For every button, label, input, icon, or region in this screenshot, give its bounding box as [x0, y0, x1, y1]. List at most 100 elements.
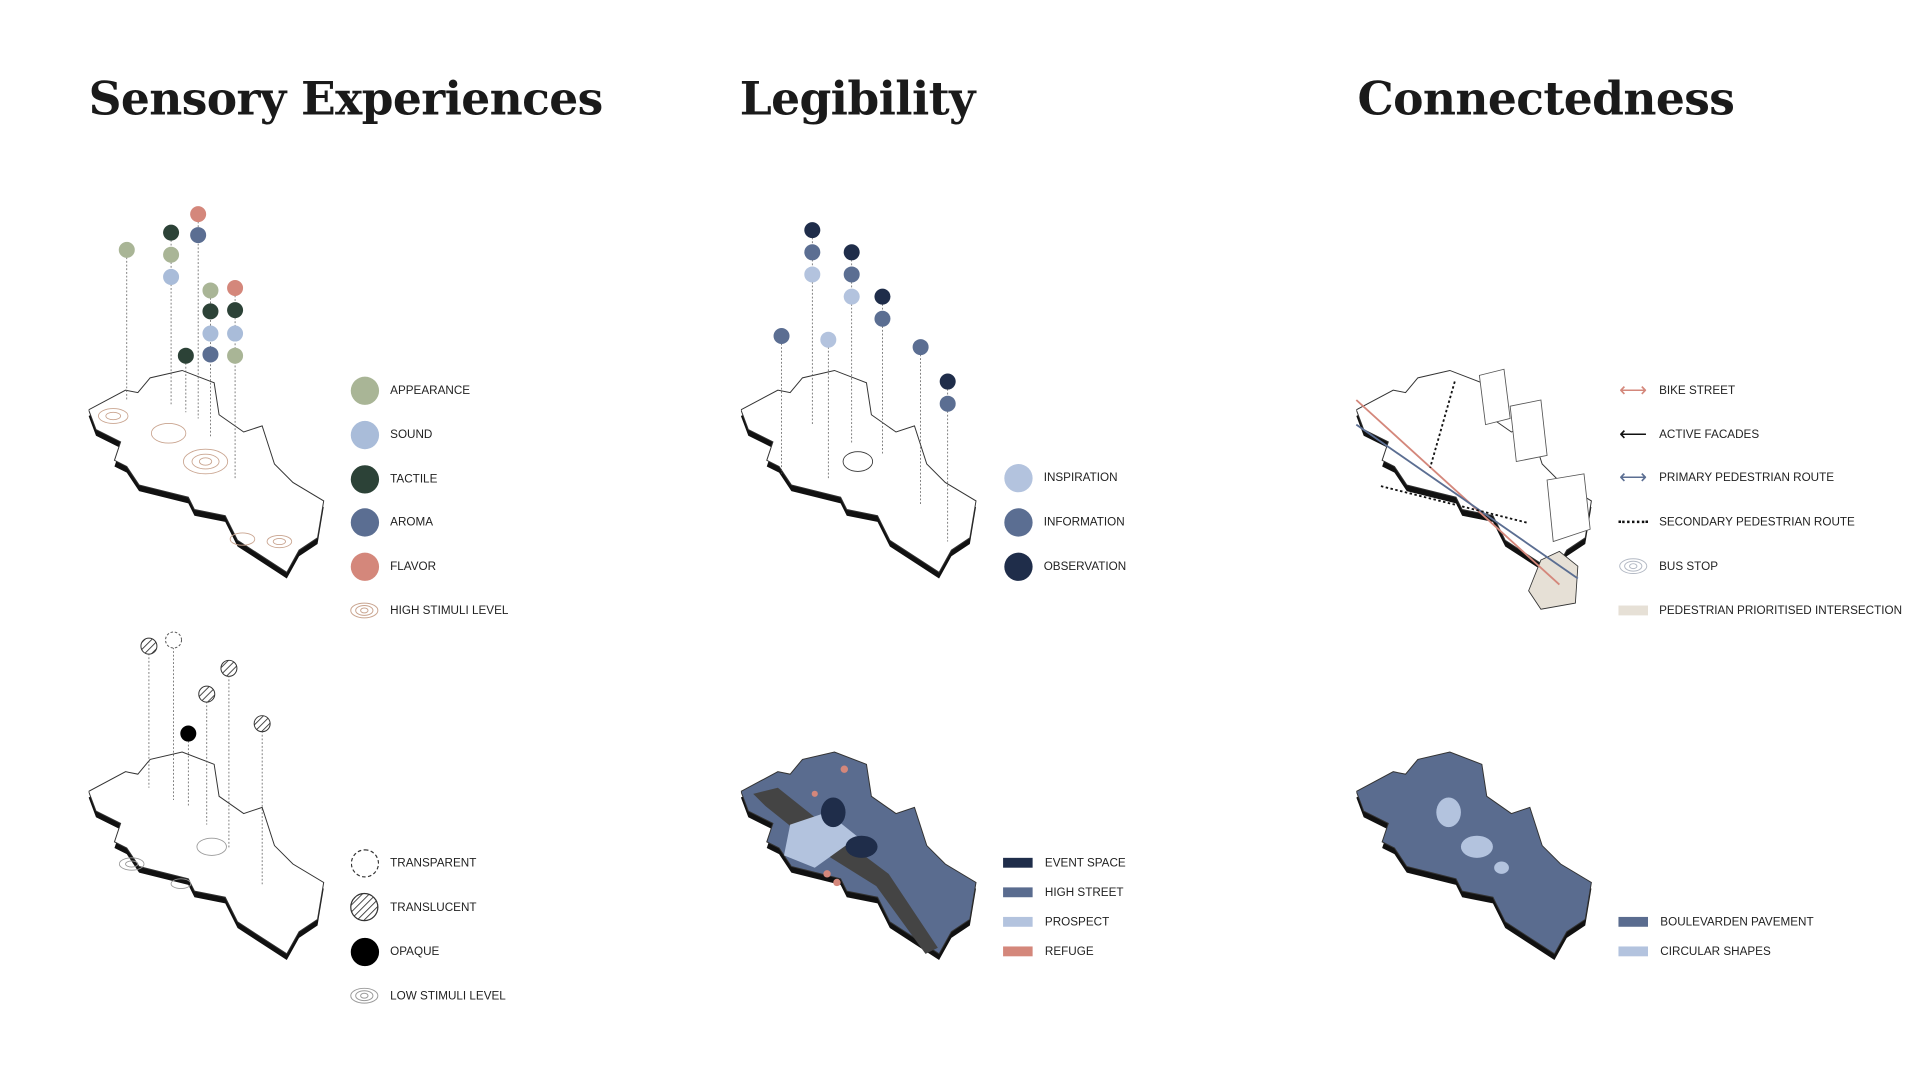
legend-prospect: PROSPECT [1003, 907, 1109, 937]
pin-marker [804, 244, 821, 261]
legend-label: INSPIRATION [1043, 470, 1118, 485]
space-map [741, 751, 987, 966]
pin-marker [227, 302, 244, 319]
pin-marker [843, 244, 860, 261]
legend-label: SECONDARY PEDESTRIAN ROUTE [1659, 515, 1855, 529]
pin-marker [202, 346, 219, 363]
pin-marker [874, 310, 891, 327]
legend-bike-street: ⟷ BIKE STREET [1618, 375, 1735, 405]
connectedness-map [1355, 368, 1592, 610]
legend-opaque: OPAQUE [350, 937, 440, 967]
legend-label: PRIMARY PEDESTRIAN ROUTE [1659, 470, 1835, 485]
lips-icon [350, 551, 380, 581]
legend-appearance: APPEARANCE [350, 375, 471, 405]
pin-marker [253, 715, 271, 733]
swatch [1003, 916, 1033, 927]
pin-marker [190, 227, 207, 244]
pin-marker [180, 725, 197, 742]
legend-label: BOULEVARDEN PAVEMENT [1660, 915, 1814, 929]
legend-label: BIKE STREET [1659, 383, 1736, 397]
circle-icon [1003, 551, 1033, 581]
legend-tactile: TACTILE [350, 464, 438, 494]
legend-event-space: EVENT SPACE [1003, 848, 1126, 878]
pin-marker [843, 288, 860, 305]
pin-marker [773, 328, 790, 345]
pin-marker [202, 282, 219, 299]
legend-intersection: PEDESTRIAN PRIORITISED INTERSECTION [1618, 596, 1902, 626]
legend-label: HIGH STREET [1044, 885, 1124, 900]
double-arrow-icon: ⟷ [1619, 380, 1648, 402]
legend-aroma: AROMA [350, 507, 433, 537]
legend-flavor: FLAVOR [350, 551, 437, 581]
pin-marker [140, 637, 158, 655]
ear-icon [350, 420, 380, 450]
legend-label: REFUGE [1044, 944, 1094, 959]
legend-high-street: HIGH STREET [1003, 878, 1124, 908]
pin-marker [912, 339, 929, 356]
legend-active-facades: ⟵ ACTIVE FACADES [1618, 420, 1759, 450]
legend-high-stimuli: HIGH STIMULI LEVEL [350, 596, 509, 626]
concentric-rings-icon [350, 981, 380, 1011]
pin-marker [939, 395, 956, 412]
legend-label: OPAQUE [390, 944, 440, 959]
pin-marker [843, 266, 860, 283]
title-connectedness: Connectedness [1357, 71, 1735, 126]
pins-sensory [118, 206, 244, 481]
concentric-rings-icon [1618, 551, 1648, 581]
legend-primary-route: ⟷ PRIMARY PEDESTRIAN ROUTE [1618, 463, 1834, 493]
legend-label: APPEARANCE [390, 383, 471, 397]
pin-marker [190, 206, 207, 223]
swatch [1003, 857, 1033, 868]
pin-marker [220, 659, 238, 677]
circle-icon [1003, 463, 1033, 493]
swatch [1003, 887, 1033, 898]
swatch [1618, 916, 1649, 927]
legend-information: INFORMATION [1003, 507, 1125, 537]
pin-marker [804, 222, 821, 239]
pin-marker [202, 325, 219, 342]
dashed-circle-icon [350, 848, 380, 878]
legend-refuge: REFUGE [1003, 937, 1094, 967]
swatch [1003, 946, 1033, 957]
circle-icon [1003, 507, 1033, 537]
legend-label: LOW STIMULI LEVEL [390, 988, 506, 1003]
legend-label: EVENT SPACE [1044, 856, 1126, 870]
pin-marker [804, 266, 821, 283]
legend-label: SOUND [390, 427, 433, 442]
legend-label: ACTIVE FACADES [1659, 427, 1760, 442]
legend-label: TRANSLUCENT [390, 900, 477, 914]
hatched-circle-icon [350, 892, 380, 922]
pin-marker [163, 224, 180, 241]
legend-bus-stop: BUS STOP [1618, 551, 1718, 581]
legend-observation: OBSERVATION [1003, 551, 1126, 581]
legend-boulevard-pavement: BOULEVARDEN PAVEMENT [1618, 907, 1814, 937]
legend-inspiration: INSPIRATION [1003, 463, 1118, 493]
pin-marker [227, 325, 244, 342]
pin-marker [202, 303, 219, 320]
legend-label: INFORMATION [1043, 515, 1125, 529]
pin-marker [227, 347, 244, 364]
legibility-map [741, 222, 987, 584]
pin-marker [227, 280, 244, 297]
filled-circle-icon [350, 937, 380, 967]
legend-label: TACTILE [390, 472, 438, 486]
pin-marker [165, 631, 183, 649]
pin-marker [939, 373, 956, 390]
swatch [1618, 605, 1649, 616]
arrow-left-icon: ⟵ [1619, 424, 1648, 446]
legend-label: PEDESTRIAN PRIORITISED INTERSECTION [1659, 603, 1903, 618]
pin-marker [177, 347, 194, 364]
legend-secondary-route: SECONDARY PEDESTRIAN ROUTE [1618, 507, 1855, 537]
title-sensory: Sensory Experiences [88, 71, 604, 126]
legend-label: FLAVOR [390, 559, 437, 573]
legend-label: BUS STOP [1659, 559, 1719, 573]
legend-label: HIGH STIMULI LEVEL [390, 603, 509, 618]
double-arrow-icon: ⟷ [1619, 467, 1648, 489]
legend-label: TRANSPARENT [390, 856, 477, 870]
legend-label: PROSPECT [1044, 915, 1110, 929]
legend-label: CIRCULAR SHAPES [1660, 944, 1771, 959]
pin-marker [198, 685, 216, 703]
dotted-line-icon [1618, 507, 1649, 537]
sensory-map [89, 206, 335, 584]
